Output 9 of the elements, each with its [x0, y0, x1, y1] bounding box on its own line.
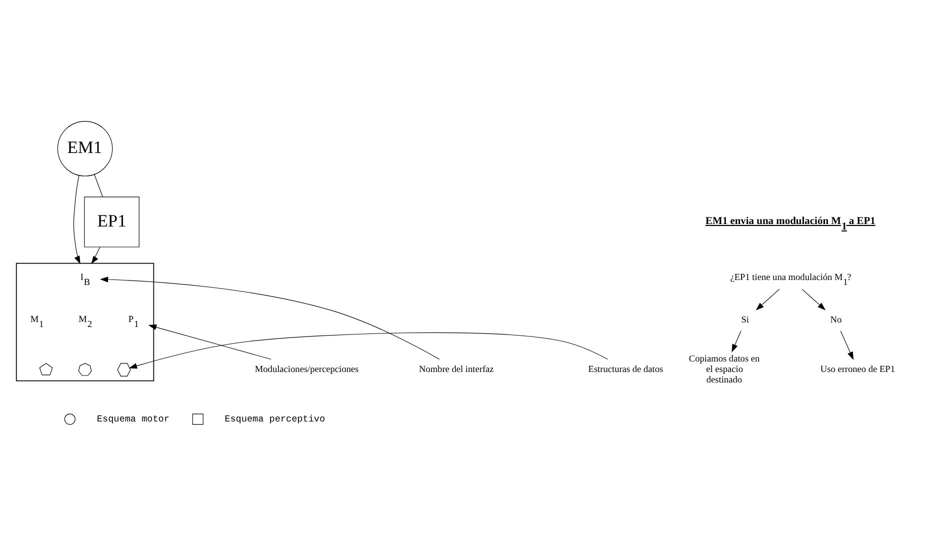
node-text: Si: [741, 316, 750, 326]
node-text: Modulaciones/percepciones: [254, 364, 359, 375]
node-text: Copiamos datos en el espacio destinado: [688, 354, 760, 386]
node-text: Estructuras de datos: [588, 364, 664, 375]
node-text: Nombre del interfaz: [418, 364, 494, 375]
node-text: No: [830, 316, 842, 326]
legend-label: Esquema motor: [96, 413, 170, 424]
node-text: Uso erroneo de EP1: [820, 364, 896, 375]
legend-label: Esquema perceptivo: [224, 413, 326, 424]
